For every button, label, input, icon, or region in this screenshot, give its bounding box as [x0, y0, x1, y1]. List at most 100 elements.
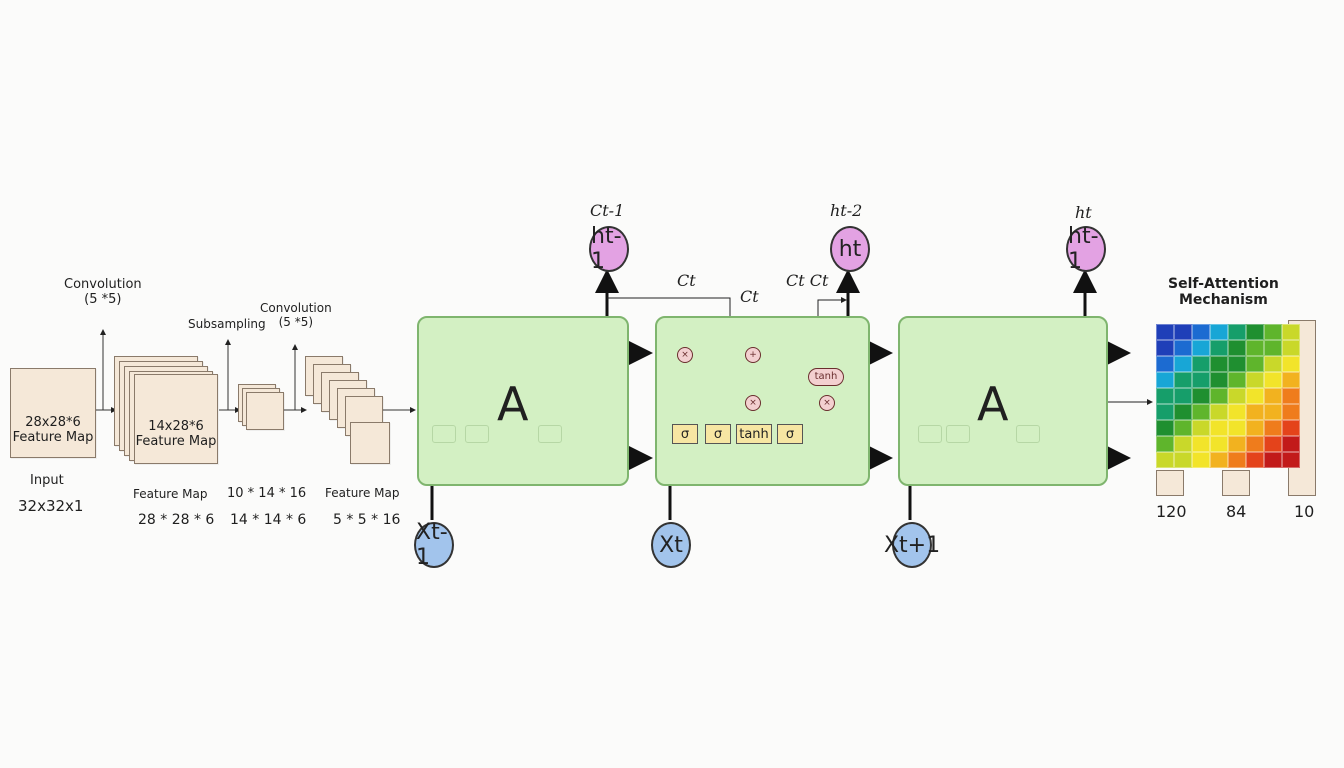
heatmap-cell: [1156, 324, 1174, 340]
feature-map-4-size: 5 * 5 * 16: [333, 512, 401, 528]
heatmap-cell: [1210, 420, 1228, 436]
conv1-label: Convolution (5 *5): [64, 277, 142, 307]
subsampling-label: Subsampling: [188, 317, 266, 331]
heatmap-cell: [1264, 420, 1282, 436]
heatmap-cell: [1156, 436, 1174, 452]
heatmap-cell: [1210, 340, 1228, 356]
heatmap-cell: [1246, 420, 1264, 436]
heatmap-cell: [1246, 372, 1264, 388]
heatmap-cell: [1264, 356, 1282, 372]
heatmap-cell: [1246, 356, 1264, 372]
cnn-arrows: [95, 329, 416, 413]
heatmap-cell: [1264, 452, 1282, 468]
heatmap-cell: [1264, 436, 1282, 452]
heatmap-cell: [1174, 420, 1192, 436]
heatmap-cell: [1156, 404, 1174, 420]
output-size-1: 120: [1156, 502, 1187, 521]
heatmap-cell: [1174, 340, 1192, 356]
heatmap-cell: [1192, 436, 1210, 452]
feature-map-2-label: 14x28*6 Feature Map: [135, 419, 217, 449]
conv2-map-front: [350, 422, 390, 464]
heatmap-cell: [1156, 372, 1174, 388]
heatmap-cell: [1210, 404, 1228, 420]
heatmap-cell: [1246, 404, 1264, 420]
multiply-op-icon: ×: [677, 347, 693, 363]
heatmap-cell: [1282, 436, 1300, 452]
h-node-mid: ht: [830, 226, 870, 272]
heatmap-cell: [1156, 420, 1174, 436]
heatmap-cell: [1156, 388, 1174, 404]
inner-label-c3: Ct Ct: [786, 271, 829, 290]
heatmap-cell: [1156, 452, 1174, 468]
heatmap-cell: [1156, 356, 1174, 372]
heatmap-cell: [1192, 420, 1210, 436]
heatmap-cell: [1192, 324, 1210, 340]
feature-map-2-caption: Feature Map: [133, 487, 208, 501]
output-size-2: 84: [1226, 502, 1247, 521]
x-node-mid: Xt: [651, 522, 691, 568]
output-bar: [1222, 470, 1250, 496]
multiply-op-icon: ×: [745, 395, 761, 411]
inner-label-c2: Ct: [740, 287, 759, 306]
heatmap-cell: [1174, 324, 1192, 340]
subsample-size-b: 14 * 14 * 6: [230, 512, 307, 528]
subsample-map-front: [246, 392, 284, 430]
conv2-label: Convolution (5 *5): [260, 301, 332, 329]
attention-heatmap: [1156, 324, 1302, 470]
heatmap-cell: [1174, 372, 1192, 388]
heatmap-cell: [1246, 324, 1264, 340]
heatmap-cell: [1192, 372, 1210, 388]
heatmap-cell: [1264, 340, 1282, 356]
tanh-op: tanh: [808, 368, 844, 386]
heatmap-cell: [1210, 324, 1228, 340]
input-gate: σ: [705, 424, 731, 444]
lstm-cell-left: [417, 316, 629, 486]
heatmap-cell: [1282, 324, 1300, 340]
ghost-gate: [918, 425, 942, 443]
heatmap-cell: [1282, 452, 1300, 468]
heatmap-cell: [1264, 372, 1282, 388]
label-h-right: ht: [1075, 203, 1092, 222]
heatmap-cell: [1282, 372, 1300, 388]
inner-label-c1: Ct: [677, 271, 696, 290]
heatmap-cell: [1174, 452, 1192, 468]
heatmap-cell: [1246, 452, 1264, 468]
heatmap-cell: [1228, 340, 1246, 356]
heatmap-cell: [1228, 356, 1246, 372]
heatmap-cell: [1174, 388, 1192, 404]
heatmap-cell: [1228, 372, 1246, 388]
output-bar: [1156, 470, 1184, 496]
label-c-prev: Ct-1: [590, 201, 625, 220]
h-node-right: ht-1: [1066, 224, 1106, 274]
heatmap-cell: [1228, 388, 1246, 404]
label-h-mid: ht-2: [830, 201, 863, 220]
cell-right-label: A: [977, 377, 1009, 431]
ghost-gate: [946, 425, 970, 443]
input-size: 32x32x1: [18, 497, 84, 515]
input-feature-map: [10, 368, 96, 458]
heatmap-cell: [1210, 356, 1228, 372]
ghost-gate: [432, 425, 456, 443]
heatmap-cell: [1192, 388, 1210, 404]
cell-left-label: A: [497, 377, 529, 431]
heatmap-cell: [1282, 388, 1300, 404]
heatmap-cell: [1210, 388, 1228, 404]
multiply-op-icon: ×: [819, 395, 835, 411]
heatmap-cell: [1210, 436, 1228, 452]
heatmap-cell: [1246, 436, 1264, 452]
heatmap-cell: [1246, 340, 1264, 356]
output-gate: σ: [777, 424, 803, 444]
heatmap-cell: [1174, 356, 1192, 372]
ghost-gate: [465, 425, 489, 443]
add-op-icon: +: [745, 347, 761, 363]
heatmap-cell: [1210, 452, 1228, 468]
feature-map-4-caption: Feature Map: [325, 486, 400, 500]
x-node-right: Xt+1: [884, 522, 940, 568]
heatmap-cell: [1228, 436, 1246, 452]
attention-title: Self-Attention Mechanism: [1168, 276, 1279, 309]
heatmap-cell: [1192, 404, 1210, 420]
forget-gate: σ: [672, 424, 698, 444]
feature-map-front: [134, 374, 218, 464]
heatmap-cell: [1228, 404, 1246, 420]
ghost-gate: [1016, 425, 1040, 443]
